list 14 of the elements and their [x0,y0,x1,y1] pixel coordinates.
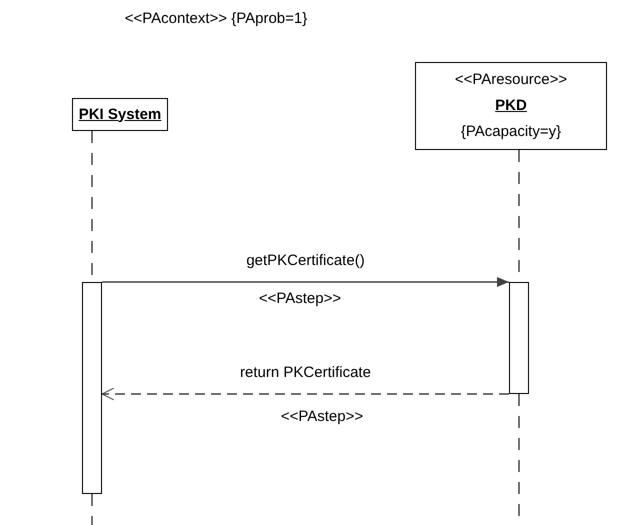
lifeline-name: PKI System [78,104,162,124]
step-annotation: <<PAstep>> [258,290,342,307]
message-arrow [102,277,509,287]
lifeline-name: PKD [495,96,527,116]
context-annotation: <<PAcontext>> {PAprob=1} [124,10,308,27]
message-arrow [102,388,509,400]
message-label: getPKCertificate() [246,252,365,269]
activation-bar [82,282,102,494]
lifeline-head [415,62,607,150]
stereotype-text: {PAcapacity=y} [460,122,562,142]
step-annotation: <<PAstep>> [280,408,364,425]
activation-bar [509,282,529,394]
stereotype-text: <<PAresource>> [454,70,568,90]
lifeline-head [72,98,168,131]
